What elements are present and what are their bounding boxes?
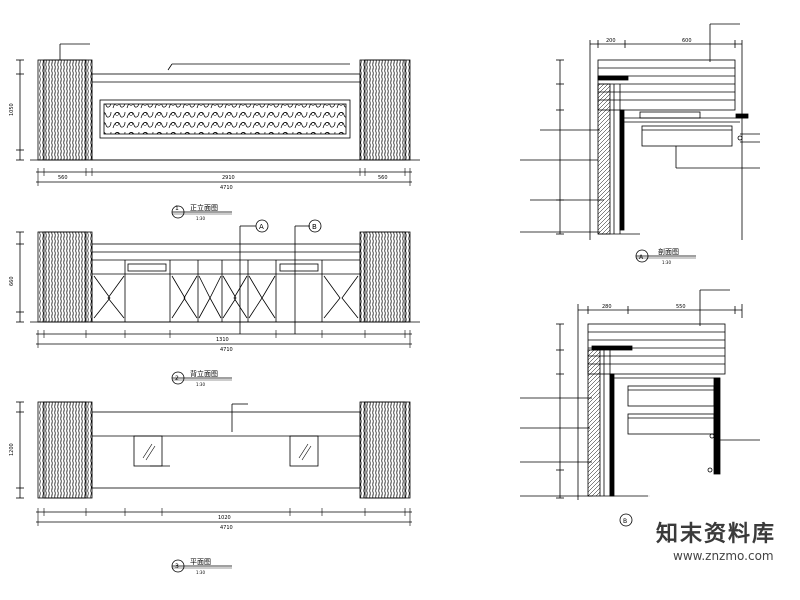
back-markers <box>255 219 322 233</box>
plan-title-text: 平面图 <box>190 558 211 566</box>
back-title-text: 背立面图 <box>190 369 218 378</box>
front-title <box>171 205 232 219</box>
back-dim-seg: 1310 <box>216 337 229 343</box>
front-dim-seg: 2910 <box>222 175 235 181</box>
section-b-title <box>619 513 633 527</box>
section-a-text: 剖面图 <box>658 247 679 256</box>
front-dim-ticks <box>37 168 411 186</box>
plan-dim-seg: 1020 <box>218 515 231 521</box>
plan-title-num: 3 <box>175 563 179 570</box>
marker-b: B <box>312 223 317 231</box>
section-b-dim: 550 <box>676 304 686 310</box>
section-b-dim: 280 <box>602 304 612 310</box>
front-dim-height: 1050 <box>9 103 15 116</box>
plan-title <box>171 559 232 573</box>
plan-dim-ticks <box>37 508 411 526</box>
plan-dim-total: 4710 <box>220 525 233 531</box>
front-dim-total: 4710 <box>220 185 233 191</box>
back-title-num: 2 <box>175 375 179 382</box>
section-b <box>520 289 760 500</box>
section-a-dim: 600 <box>682 38 692 44</box>
back-dim-total: 4710 <box>220 347 233 353</box>
back-title <box>171 371 232 385</box>
watermark-url: www.znzmo.com <box>673 549 774 563</box>
plan-title-scale: 1:30 <box>196 570 205 575</box>
front-elevation <box>16 43 420 183</box>
section-b-num: B <box>623 518 627 525</box>
back-title-scale: 1:30 <box>196 382 205 387</box>
front-dim-seg: 560 <box>58 175 68 181</box>
back-dim-ticks <box>37 330 411 348</box>
plan-dim-height: 1200 <box>9 443 15 456</box>
section-a <box>520 23 760 240</box>
watermark-logo-text: 知末资料库 <box>656 522 777 547</box>
front-title-scale: 1:30 <box>196 216 205 221</box>
front-title-num: 1 <box>175 205 179 212</box>
watermark-backdrop <box>648 480 800 600</box>
plan-view <box>16 401 412 523</box>
marker-a: A <box>259 223 264 231</box>
back-dim-height: 660 <box>9 276 15 286</box>
back-elevation <box>16 225 420 345</box>
front-dim-seg: 560 <box>378 175 388 181</box>
section-a-dim: 200 <box>606 38 616 44</box>
section-a-num: A <box>639 254 644 261</box>
section-a-title <box>635 249 696 263</box>
front-title-text: 正立面图 <box>190 203 218 212</box>
section-a-scale: 1:30 <box>662 260 671 265</box>
